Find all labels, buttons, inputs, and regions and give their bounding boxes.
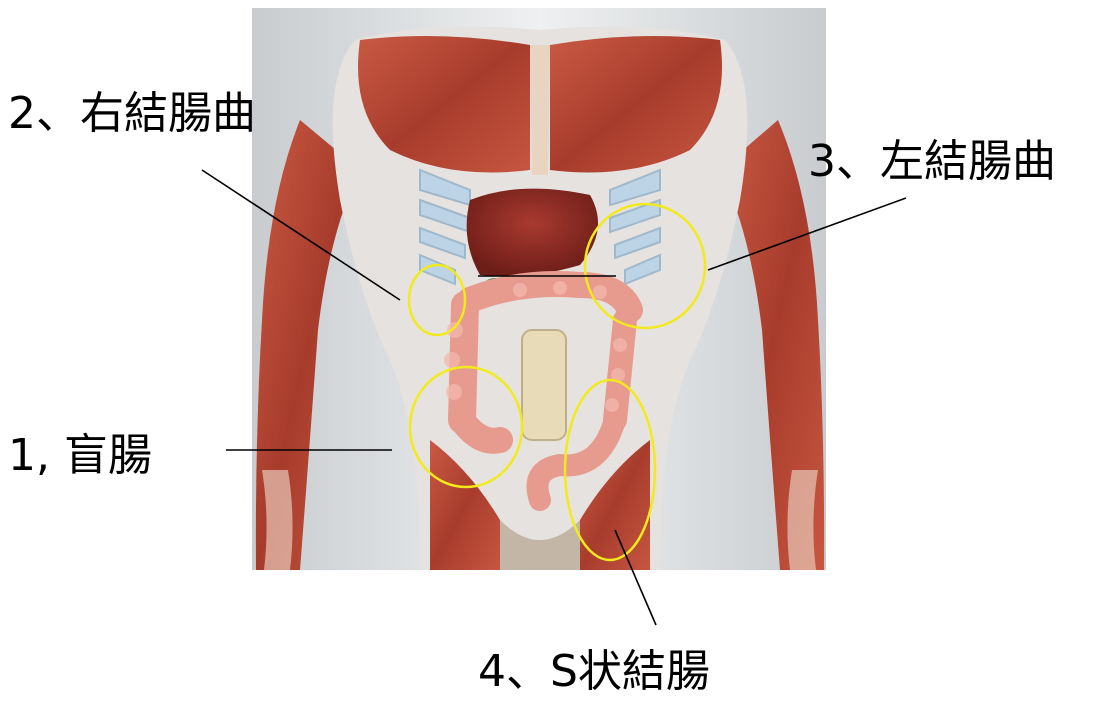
- label-cecum: 1, 盲腸: [8, 434, 152, 478]
- label-left-colic-flexure: 3、左結腸曲: [808, 140, 1056, 184]
- label-sigmoid-colon: 4、S状結腸: [478, 650, 710, 694]
- label-right-colic-flexure: 2、右結腸曲: [8, 92, 256, 136]
- liver: [467, 189, 598, 277]
- spine: [522, 330, 566, 440]
